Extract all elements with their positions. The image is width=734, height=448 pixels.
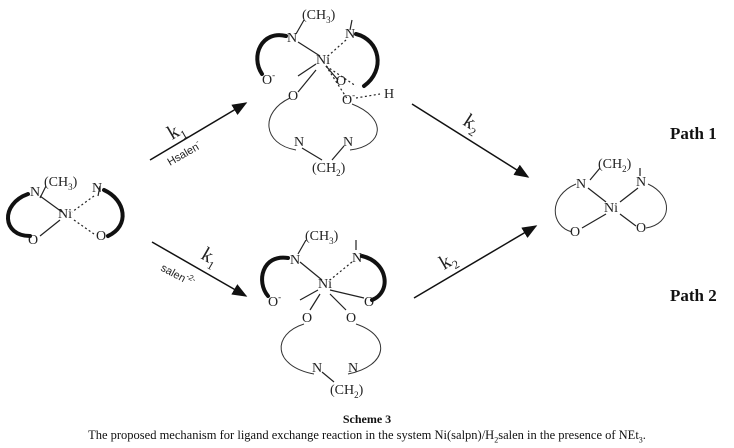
n-left-product: N xyxy=(576,177,586,192)
reactant-ni-salpn: (CH23) N N Ni O O xyxy=(6,175,125,248)
o-minus-int1: O- xyxy=(262,70,275,88)
ni-center-int2: Ni xyxy=(318,277,332,292)
caption-part-3: . xyxy=(642,428,646,442)
arrow-path2-step2 xyxy=(413,225,538,299)
n-lower-left-int2: N xyxy=(312,361,322,376)
reagent-salen-label: salen-2- xyxy=(159,259,198,289)
n-right-reactant: N xyxy=(92,181,102,196)
bridge-label-reactant: (CH23) xyxy=(44,175,78,192)
bridge-label-int1: (CH3) xyxy=(302,8,336,25)
o-right-int1: O xyxy=(336,74,346,89)
ni-center-reactant: Ni xyxy=(58,207,72,222)
ni-center-int1: Ni xyxy=(316,53,330,68)
o-lower-right-int1: O- xyxy=(342,90,355,108)
n-lower-right-int1: N xyxy=(343,135,353,150)
arrow-path2-step1 xyxy=(151,241,248,297)
n-right-int2: N xyxy=(352,251,362,266)
product-ni-salen: (CH2) N N Ni O O xyxy=(554,157,667,240)
n-right-int1: N xyxy=(345,27,355,42)
n-left-reactant: N xyxy=(30,185,40,200)
caption-sub-h2: 2 xyxy=(494,435,499,445)
bridge-label-int2: (CH3) xyxy=(305,229,339,246)
svg-text:k1: k1 xyxy=(164,117,190,147)
k1-top-label: k1 xyxy=(164,117,190,147)
arrow-path1-step2 xyxy=(411,103,530,178)
arrow-path1-step1 xyxy=(149,102,248,161)
svg-text:salen-2-: salen-2- xyxy=(159,259,198,289)
caption-part-1: The proposed mechanism for ligand exchan… xyxy=(88,428,495,442)
ni-center-product: Ni xyxy=(604,201,618,216)
k1-bottom-label: k1 xyxy=(196,243,222,273)
intermediate-path2: (CH3) N N Ni O- O O O N N (CH2) xyxy=(260,229,387,400)
scheme-label: Scheme 3 xyxy=(342,412,392,426)
bridge-label-lower-int1: (CH2) xyxy=(312,161,346,178)
o-minus-int2: O- xyxy=(268,292,281,310)
o-lower-left-int2: O xyxy=(302,311,312,326)
o-lower-left-int1: O xyxy=(288,89,298,104)
n-left-int2: N xyxy=(290,253,300,268)
bridge-label-lower-int2: (CH2) xyxy=(330,383,364,400)
o-right-product: O xyxy=(636,221,646,236)
o-left-reactant: O xyxy=(28,233,38,248)
o-right-int2: O xyxy=(364,295,374,310)
bridge-label-product: (CH2) xyxy=(598,157,632,174)
o-right-reactant: O xyxy=(96,229,106,244)
o-left-product: O xyxy=(570,225,580,240)
h-atom-int1: H xyxy=(384,87,394,102)
svg-text:k1: k1 xyxy=(196,243,222,273)
n-left-int1: N xyxy=(287,31,297,46)
path1-label: Path 1 xyxy=(670,124,717,143)
scheme-caption: The proposed mechanism for ligand exchan… xyxy=(0,428,734,445)
n-lower-right-int2: N xyxy=(348,361,358,376)
o-lower-right-int2: O xyxy=(346,311,356,326)
caption-part-2: salen in the presence of NEt xyxy=(498,428,639,442)
n-lower-left-int1: N xyxy=(294,135,304,150)
intermediate-path1: (CH3) N N Ni O- O O O- H N N (CH2) xyxy=(255,8,394,178)
n-right-product: N xyxy=(636,175,646,190)
caption-sub-net3: 3 xyxy=(638,435,643,445)
path2-label: Path 2 xyxy=(670,286,717,305)
